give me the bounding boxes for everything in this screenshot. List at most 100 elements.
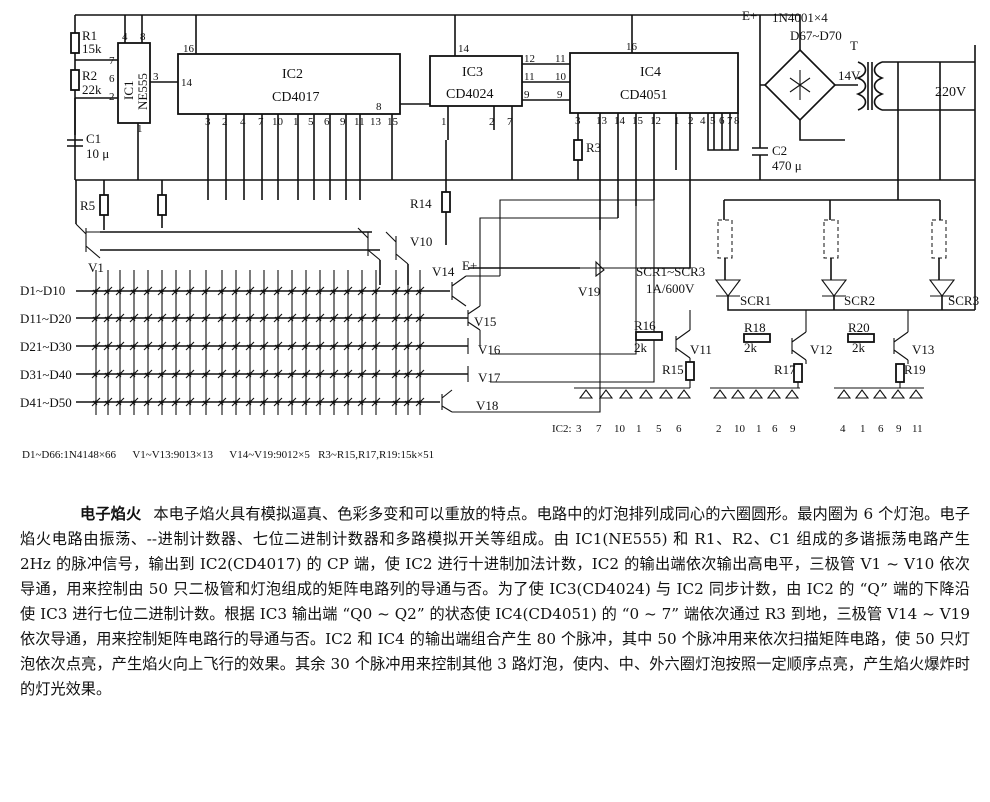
- matrix-junction: [106, 289, 110, 293]
- matrix-junction: [346, 372, 350, 376]
- matrix-junction: [234, 344, 238, 348]
- ic2-pin: 8: [376, 101, 382, 113]
- led-pin: 9: [790, 423, 796, 435]
- led-pin: 10: [614, 423, 626, 435]
- matrix-junction: [248, 316, 252, 320]
- transformer-label: T: [850, 38, 858, 53]
- ic3-pin: 9: [524, 89, 530, 101]
- matrix-junction: [406, 344, 410, 348]
- matrix-junction: [332, 400, 336, 404]
- matrix-junction: [174, 289, 178, 293]
- r2-resistor: R2 22k: [70, 68, 102, 97]
- matrix-junction: [418, 372, 422, 376]
- matrix-junction: [160, 289, 164, 293]
- matrix-junction: [94, 344, 98, 348]
- matrix-junction: [318, 400, 322, 404]
- ic4-pin: 13: [596, 115, 608, 127]
- ic4-pin: 11: [555, 53, 566, 65]
- r19-label: R19: [904, 362, 926, 377]
- matrix-junction: [234, 372, 238, 376]
- ic3-pin: 2: [489, 116, 495, 128]
- matrix-junction: [204, 289, 208, 293]
- matrix-junction: [174, 372, 178, 376]
- matrix-junction: [132, 289, 136, 293]
- matrix-junction: [106, 316, 110, 320]
- r1-value: 15k: [82, 41, 102, 56]
- matrix-junction: [188, 316, 192, 320]
- ic1-pin: 8: [140, 31, 146, 43]
- r15-label: R15: [662, 362, 684, 377]
- matrix-junction: [204, 372, 208, 376]
- ic4-pin: 4: [700, 115, 706, 127]
- matrix-junction: [374, 372, 378, 376]
- ic2-pin: 14: [181, 77, 193, 89]
- matrix-junction: [234, 289, 238, 293]
- c1-value: 10 μ: [86, 146, 109, 161]
- ic3-name: IC3: [462, 65, 483, 80]
- matrix-junction: [118, 289, 122, 293]
- led-pin: 10: [734, 423, 746, 435]
- matrix-junction: [394, 316, 398, 320]
- ic1-pin: 1: [137, 123, 143, 135]
- v19-transistor: V19: [578, 260, 640, 299]
- r3-label: R3: [586, 140, 601, 155]
- circuit-schematic: R1 15k R2 22k C1 10 μ IC1 NE555 4 8 7 6 …: [20, 8, 979, 461]
- matrix-junction: [262, 372, 266, 376]
- v14-label: V14: [432, 264, 455, 279]
- matrix-junction: [374, 400, 378, 404]
- matrix-junction: [146, 344, 150, 348]
- matrix-junction: [188, 344, 192, 348]
- r14-resistor: R14: [410, 191, 451, 213]
- v11-label: V11: [690, 342, 712, 357]
- eplus2-label: E+: [462, 258, 477, 273]
- r14-label: R14: [410, 196, 432, 211]
- matrix-junction: [276, 289, 280, 293]
- matrix-junction: [146, 400, 150, 404]
- v10-label: V10: [410, 234, 432, 249]
- scr-range: SCR1~SCR3: [636, 264, 705, 279]
- matrix-junction: [204, 400, 208, 404]
- matrix-junction: [332, 316, 336, 320]
- matrix-junction: [174, 344, 178, 348]
- ic3-pin: 1: [441, 116, 447, 128]
- r16-label: R16: [634, 318, 656, 333]
- ic3-pin: 11: [524, 71, 535, 83]
- ic3-pin: 7: [507, 116, 513, 128]
- matrix-junction: [160, 344, 164, 348]
- matrix-junction: [132, 316, 136, 320]
- ic4-pin: 10: [555, 71, 567, 83]
- matrix-junction: [132, 372, 136, 376]
- ic3-part: CD4024: [446, 87, 493, 102]
- article-title: 电子焰火: [80, 505, 142, 523]
- matrix-junction: [276, 372, 280, 376]
- ic1-pin: 7: [109, 55, 115, 67]
- matrix-junction: [234, 316, 238, 320]
- ic1-pin: 2: [109, 91, 115, 103]
- matrix-junction: [374, 289, 378, 293]
- matrix-junction: [220, 400, 224, 404]
- ic2-pin: 9: [340, 116, 346, 128]
- matrix-junction: [106, 400, 110, 404]
- matrix-junction: [374, 344, 378, 348]
- matrix-junction: [394, 372, 398, 376]
- matrix-junction: [146, 316, 150, 320]
- ic2-pin: 1: [293, 116, 299, 128]
- matrix-junction: [276, 316, 280, 320]
- matrix-junction: [290, 289, 294, 293]
- ic1-name: IC1: [121, 81, 136, 101]
- matrix-junction: [94, 372, 98, 376]
- led-pin: 3: [576, 423, 582, 435]
- r18-value: 2k: [744, 340, 758, 355]
- ic1-pin: 3: [153, 71, 159, 83]
- matrix-junction: [304, 344, 308, 348]
- matrix-junction: [332, 344, 336, 348]
- matrix-junction: [394, 400, 398, 404]
- ic4-pin: 12: [650, 115, 661, 127]
- matrix-junction: [304, 289, 308, 293]
- ic4-pin: 9: [557, 89, 563, 101]
- matrix-junction: [94, 289, 98, 293]
- matrix-junction: [146, 372, 150, 376]
- c1-capacitor: C1 10 μ: [67, 131, 109, 161]
- r5-resistor: R5: [80, 194, 109, 216]
- matrix-junction: [248, 372, 252, 376]
